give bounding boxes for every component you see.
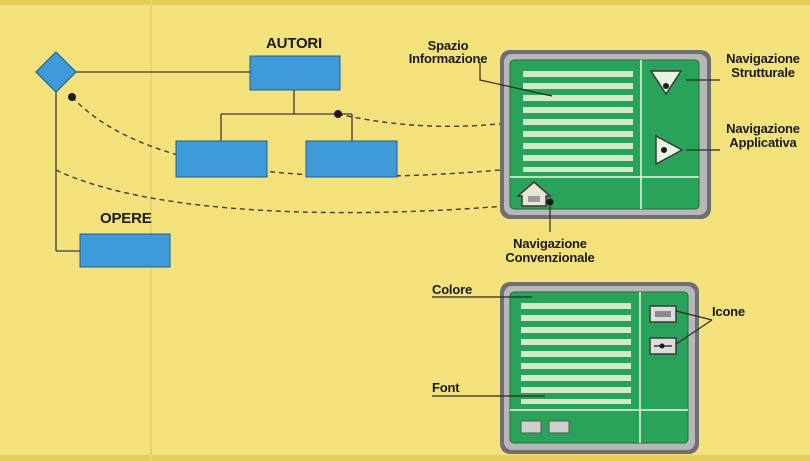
hierarchy-boxes xyxy=(79,55,398,268)
info-space-label-1: Spazio xyxy=(427,38,469,53)
conventional-nav-label-2: Convenzionale xyxy=(505,250,595,265)
font-label: Font xyxy=(432,380,460,395)
structural-nav-label-1: Navigazione xyxy=(726,51,800,66)
structural-nav-icon xyxy=(649,70,683,96)
color-label: Colore xyxy=(432,282,472,297)
applicative-nav-icon xyxy=(655,134,684,166)
link-dot-2 xyxy=(334,110,342,118)
bottom-button-2 xyxy=(548,420,570,434)
tool-icon-1 xyxy=(649,305,677,323)
authors-label: AUTORI xyxy=(266,35,323,52)
works-label: OPERE xyxy=(100,210,152,227)
bottom-button-1 xyxy=(520,420,542,434)
child-box-left xyxy=(175,140,268,178)
icons-label: Icone xyxy=(712,304,745,319)
tool-icon-2 xyxy=(649,337,677,355)
info-space-label-2: Informazione xyxy=(408,51,488,66)
conventional-nav-label-1: Navigazione xyxy=(513,236,587,251)
link-dot-1 xyxy=(68,93,76,101)
authors-box xyxy=(249,55,341,91)
home-icon xyxy=(516,181,552,207)
applicative-nav-label-1: Navigazione xyxy=(726,121,800,136)
structural-nav-label-2: Strutturale xyxy=(731,65,795,80)
screen-bottom xyxy=(500,282,699,454)
child-box-right xyxy=(305,140,398,178)
screen-top xyxy=(500,50,711,219)
root-diamond xyxy=(35,51,77,93)
works-box xyxy=(79,233,171,268)
hierarchy-connectors xyxy=(55,71,353,252)
applicative-nav-label-2: Applicativa xyxy=(729,135,797,150)
